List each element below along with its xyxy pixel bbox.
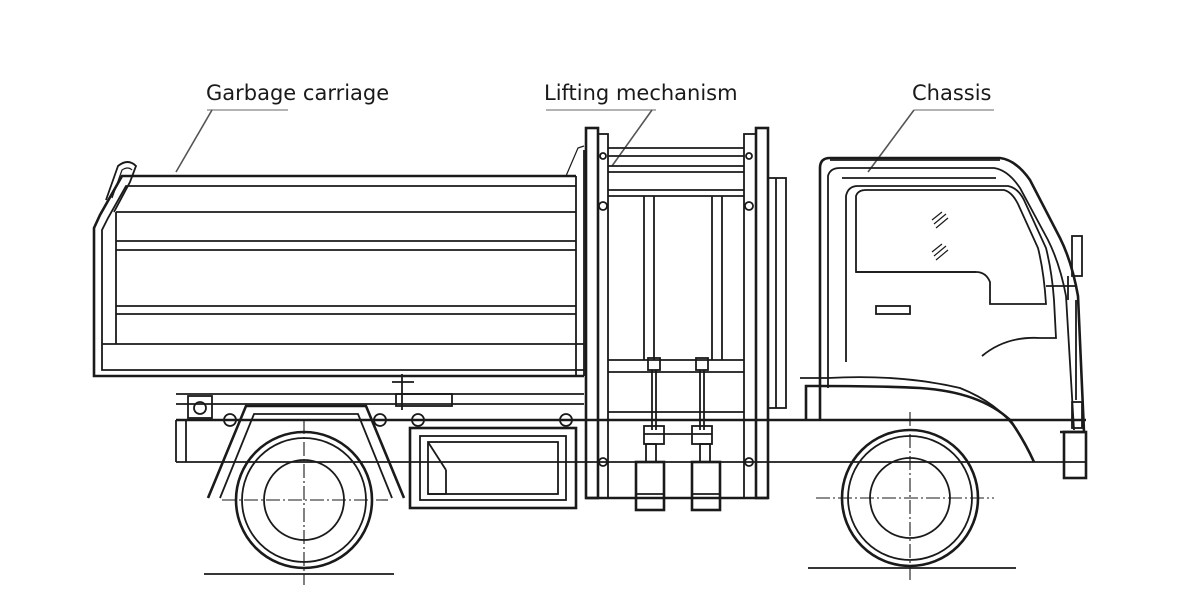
rear-fender (206, 404, 406, 499)
leader-line-garbage-carriage (175, 109, 213, 173)
leader-line-chassis (867, 109, 915, 173)
cab (800, 156, 1088, 480)
front-wheel (808, 412, 1016, 580)
label-chassis-group: Chassis (867, 81, 994, 173)
leader-line-lifting-mechanism (611, 109, 653, 167)
label-garbage-carriage: Garbage carriage (206, 81, 389, 105)
label-garbage-carriage-group: Garbage carriage (175, 81, 389, 173)
label-lifting-mechanism-group: Lifting mechanism (544, 81, 738, 167)
side-toolbox (408, 426, 578, 510)
label-lifting-mechanism: Lifting mechanism (544, 81, 738, 105)
chassis-frame (175, 374, 1086, 463)
rear-wheel (204, 420, 394, 585)
garbage-carriage (92, 145, 585, 378)
lifting-mechanism (584, 126, 787, 512)
label-chassis: Chassis (912, 81, 992, 105)
